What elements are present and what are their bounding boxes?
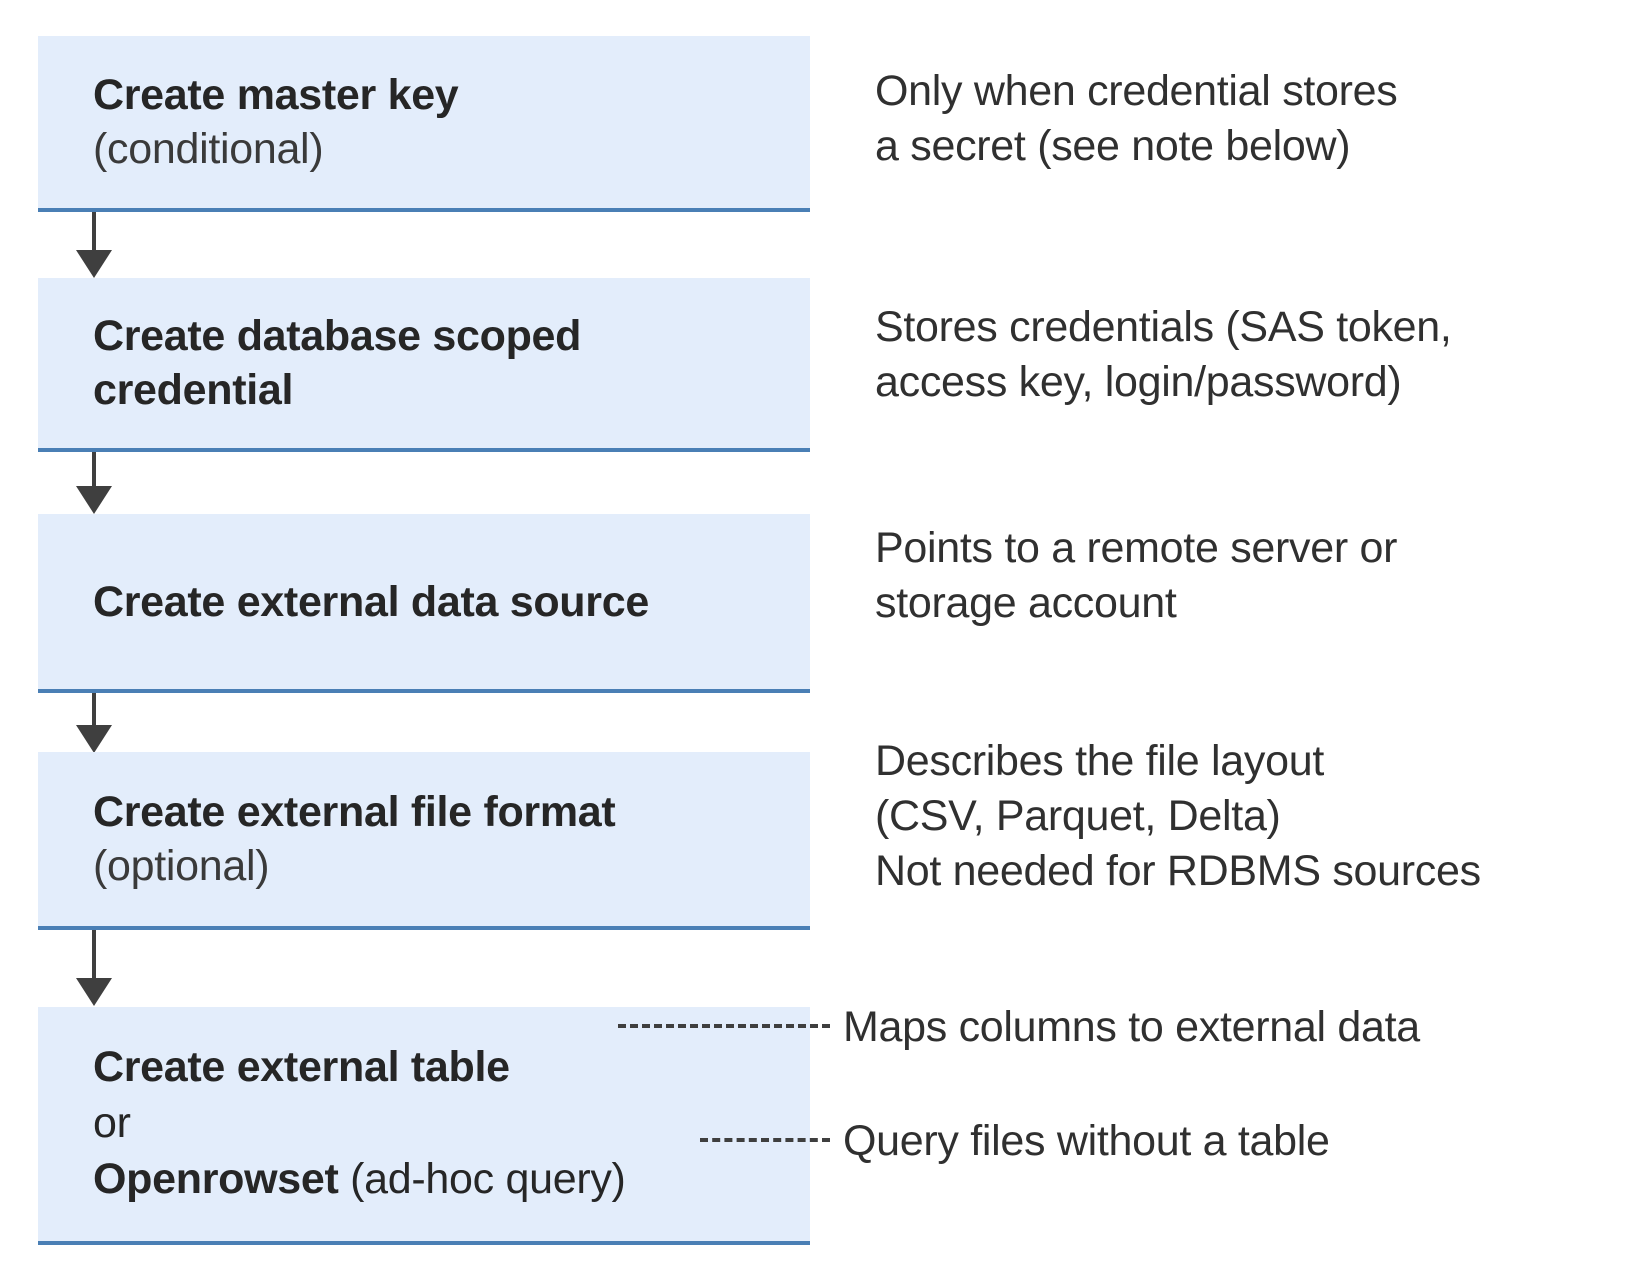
arrow-head	[76, 250, 112, 278]
step-box-content: Create external file format (optional)	[93, 785, 800, 893]
option-openrowset: Openrowset (ad-hoc query)	[93, 1152, 800, 1208]
arrow-down-icon-1	[74, 212, 114, 278]
arrow-head	[76, 486, 112, 514]
step-title: Create database scoped credential	[93, 311, 582, 414]
step-box-create-database-scoped-credential[interactable]: Create database scoped credential	[38, 278, 810, 452]
step-box-create-external-table-or-openrowset[interactable]: Create external table or Openrowset (ad-…	[38, 1007, 810, 1245]
step-note-create-external-file-format: Describes the file layout (CSV, Parquet,…	[875, 737, 1481, 896]
step-subtitle: (conditional)	[93, 125, 324, 173]
step-title: Create master key	[93, 70, 459, 119]
option-qualifier: (ad-hoc query)	[338, 1154, 626, 1203]
step-title: Create external data source	[93, 577, 649, 626]
step-box-content: Create external data source	[93, 574, 800, 628]
step-note-create-database-scoped-credential: Stores credentials (SAS token, access ke…	[875, 303, 1452, 407]
arrow-shaft	[92, 693, 96, 727]
arrow-shaft	[92, 212, 96, 252]
arrow-head	[76, 978, 112, 1006]
step-box-create-master-key[interactable]: Create master key (conditional)	[38, 36, 810, 212]
arrow-head	[76, 725, 112, 753]
final-note-maps-columns: Maps columns to external data	[843, 1003, 1420, 1051]
arrow-shaft	[92, 452, 96, 488]
option-label: Openrowset	[93, 1154, 339, 1203]
option-separator-or: or	[93, 1099, 131, 1148]
step-box-content: Create external table or Openrowset (ad-…	[93, 1040, 800, 1208]
step-title: Create external file format	[93, 787, 616, 836]
final-note-query-files: Query files without a table	[843, 1117, 1330, 1165]
dashed-connector-external-table	[618, 1024, 830, 1028]
step-note-create-master-key: Only when credential stores a secret (se…	[875, 67, 1398, 171]
step-box-content: Create master key (conditional)	[93, 68, 800, 176]
option-create-external-table: Create external table	[93, 1040, 800, 1096]
step-note-create-external-data-source: Points to a remote server or storage acc…	[875, 524, 1398, 628]
step-box-create-external-data-source[interactable]: Create external data source	[38, 514, 810, 693]
dashed-connector-openrowset	[700, 1138, 830, 1142]
step-box-content: Create database scoped credential	[93, 309, 800, 417]
arrow-down-icon-4	[74, 930, 114, 1008]
step-subtitle: (optional)	[93, 842, 270, 890]
step-box-create-external-file-format[interactable]: Create external file format (optional)	[38, 752, 810, 930]
arrow-down-icon-2	[74, 452, 114, 514]
arrow-down-icon-3	[74, 693, 114, 753]
arrow-shaft	[92, 930, 96, 980]
option-label: Create external table	[93, 1043, 510, 1092]
